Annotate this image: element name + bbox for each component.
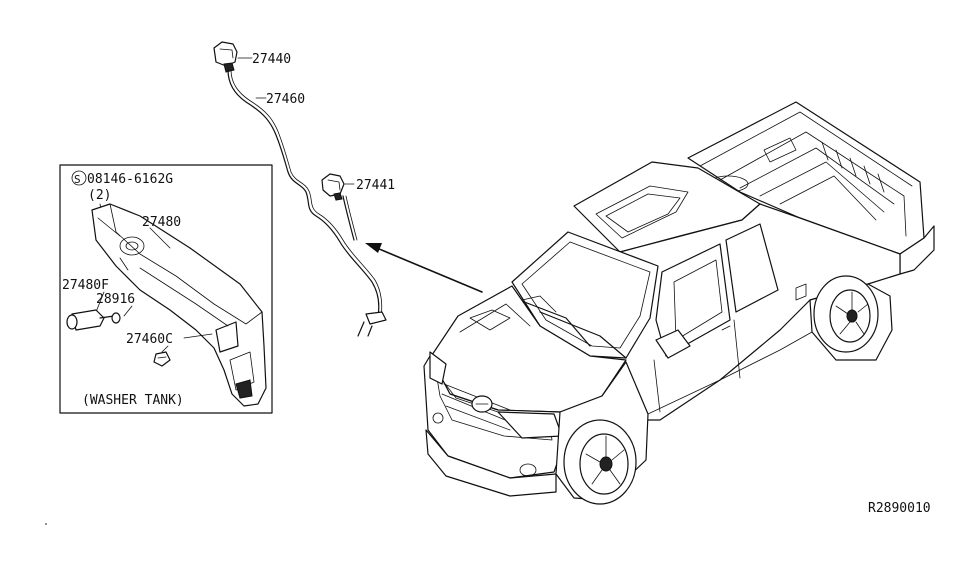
leader-28916 [123,305,133,317]
standard-bolt-symbol [71,170,87,186]
rear-wheel [809,275,893,361]
leader-27480 [149,227,171,249]
callout-27480: 27480 [142,215,181,230]
washer-nozzle-left [321,173,345,201]
washer-hose-assembly [213,41,387,337]
callout-27440: 27440 [252,52,291,67]
callout-bolt-qty: (2) [88,188,111,203]
washer-hose-main [227,69,380,317]
callout-27460: 27460 [266,92,305,107]
location-arrow [365,243,483,293]
hose-connector [357,311,387,337]
callout-28916: 28916 [96,292,135,307]
stray-dot [45,523,47,525]
leader-27480f [95,291,105,313]
callout-27441: 27441 [356,178,395,193]
inset-caption: (WASHER TANK) [82,393,184,408]
callout-bolt-spec: 08146-6162G [87,172,173,187]
hose-clip [153,351,171,367]
callout-27480f: 27480F [62,278,109,293]
washer-tank-inset: S 08146-6162G (2) 27480 27480F [59,164,273,414]
callout-27460c: 27460C [126,332,173,347]
bolt-symbol-letter: S [74,173,81,186]
leader-27460c [183,333,213,339]
front-wheel [563,419,637,505]
washer-pump [66,309,121,331]
washer-tank [91,203,267,407]
figure-code: R2890010 [868,501,931,516]
pickup-truck-illustration [423,101,935,505]
washer-nozzle-right [213,41,238,73]
